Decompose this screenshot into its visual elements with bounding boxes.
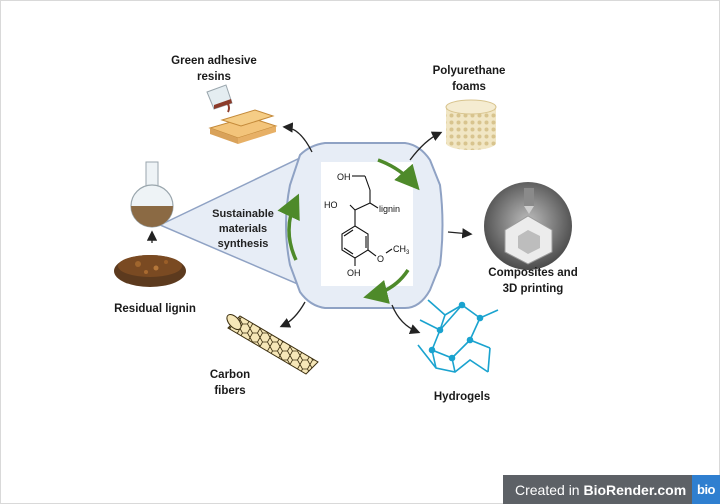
methyl-label: CH3 (393, 244, 410, 256)
adhesive-resin-icon (206, 84, 278, 144)
cycle-arrows (277, 158, 420, 304)
carbon-fibers-label: Carbon fibers (209, 369, 251, 397)
flask-icon (130, 161, 174, 228)
ho-left-label: HO (324, 200, 338, 210)
composites-3d-printing-label: Composites and 3D printing (488, 267, 578, 295)
sustainable-materials-synthesis-label: Sustainable materials synthesis (212, 208, 274, 250)
biorender-credit-text: Created in BioRender.com (515, 481, 687, 498)
3d-printing-icon (484, 182, 572, 270)
biorender-logo-icon: bio (692, 475, 720, 504)
lignin-chain-label: lignin (379, 204, 400, 214)
green-adhesive-resins-label: Green adhesive resins (171, 55, 257, 83)
hydrogels-label: Hydrogels (433, 391, 491, 403)
carbon-fiber-icon (226, 314, 319, 375)
polyurethane-foam-icon (445, 99, 497, 150)
connector-arrows (146, 122, 473, 335)
lignin-monomer-structure (341, 175, 393, 266)
biorender-badge[interactable]: Created in BioRender.com bio (503, 475, 720, 504)
hydrogel-network-icon (417, 299, 499, 373)
oh-top-label: OH (337, 172, 351, 182)
oh-bottom-label: OH (347, 268, 361, 278)
methoxy-o-label: O (377, 254, 384, 264)
residual-lignin-label: Residual lignin (114, 303, 196, 315)
polyurethane-foams-label: Polyurethane foams (432, 65, 506, 93)
residual-lignin-icon (114, 255, 186, 287)
